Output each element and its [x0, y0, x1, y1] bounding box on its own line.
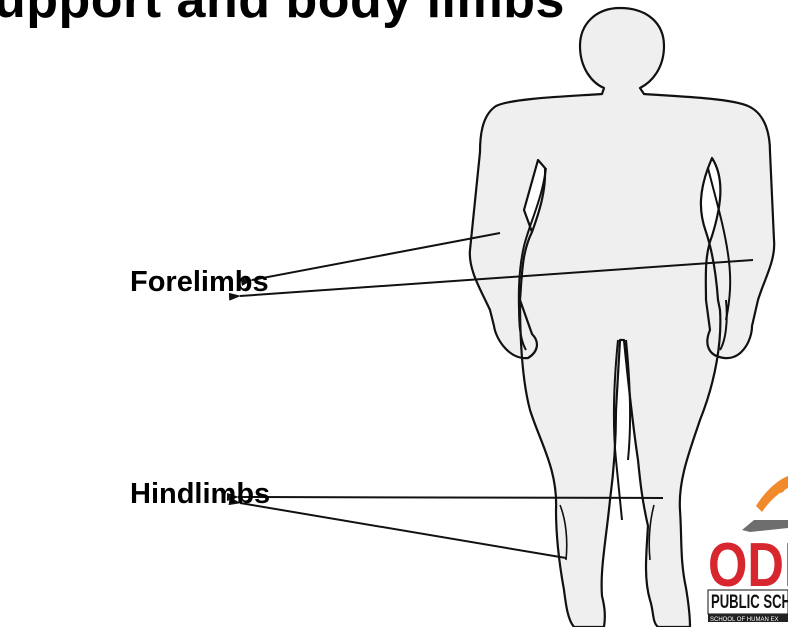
school-logo: ODI PUBLIC SCH SCHOOL OF HUMAN EX: [708, 476, 788, 623]
hindlimb-arrow-lower: [240, 503, 566, 558]
logo-line1: PUBLIC SCH: [711, 592, 788, 613]
hindlimb-arrow-upper: [238, 497, 663, 498]
forelimb-arrow-upper: [252, 233, 500, 280]
logo-line2: SCHOOL OF HUMAN EX: [710, 617, 778, 623]
logo-figure-head-icon: [775, 483, 785, 493]
hindlimbs-label: Hindlimbs: [130, 478, 270, 511]
forelimbs-label: Forelimbs: [130, 266, 269, 299]
logo-swoosh-icon: [756, 476, 788, 512]
